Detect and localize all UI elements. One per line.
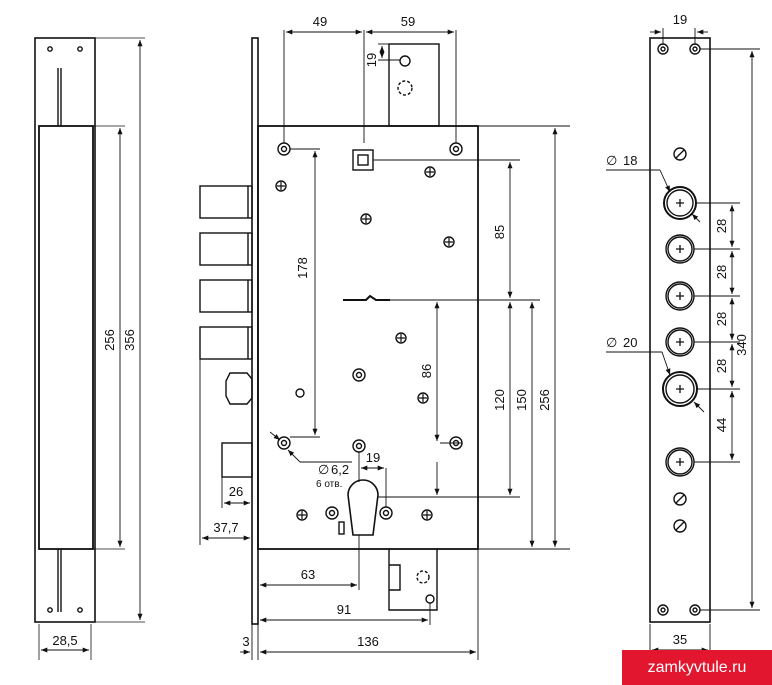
dim-left-width: 28,5 — [52, 633, 77, 648]
dim-26: 26 — [229, 484, 243, 499]
middle-dimension-lines — [199, 29, 570, 660]
dim-right-28d: 28 — [714, 359, 729, 373]
strike-plate-marks — [675, 149, 685, 531]
dim-right-28b: 28 — [714, 265, 729, 279]
dim-left-356: 356 — [122, 329, 137, 351]
dim-63: 63 — [301, 567, 315, 582]
dim-dia-18: 18 — [623, 153, 637, 168]
dim-256: 256 — [537, 389, 552, 411]
dim-hole-count: 6 отв. — [316, 479, 342, 490]
left-faceplate-view — [34, 37, 145, 660]
dim-right-44: 44 — [714, 418, 729, 432]
dim-top-59: 59 — [401, 14, 415, 29]
dim-19-mid: 19 — [366, 450, 380, 465]
dia-symbol-20: ∅ — [606, 335, 617, 350]
dia-symbol-18: ∅ — [606, 153, 617, 168]
dim-3: 3 — [242, 634, 249, 649]
dim-right-28c: 28 — [714, 312, 729, 326]
dia-symbol-hole: ∅ — [318, 462, 329, 477]
dim-top-49: 49 — [313, 14, 327, 29]
dim-178: 178 — [295, 257, 310, 279]
strike-plate-view — [649, 37, 711, 623]
dim-85: 85 — [492, 225, 507, 239]
dim-hole-dia: 6,2 — [331, 462, 349, 477]
dim-136: 136 — [357, 634, 379, 649]
dim-right-340: 340 — [734, 334, 749, 356]
dim-left-256: 256 — [102, 329, 117, 351]
dim-86: 86 — [419, 364, 434, 378]
dim-right-35: 35 — [673, 632, 687, 647]
dim-right-19: 19 — [673, 12, 687, 27]
dim-120: 120 — [492, 389, 507, 411]
dimension-labels: 28,5 256 356 49 59 19 178 85 86 120 150 … — [52, 12, 749, 649]
watermark-badge: zamkyvtule.ru — [622, 650, 772, 685]
dim-37-7: 37,7 — [213, 520, 238, 535]
dim-dia-20: 20 — [623, 335, 637, 350]
dim-right-28a: 28 — [714, 219, 729, 233]
dim-150: 150 — [514, 389, 529, 411]
screw-marks — [277, 168, 453, 519]
lock-body-view — [199, 37, 479, 625]
dim-top-19: 19 — [364, 53, 379, 67]
dim-91: 91 — [337, 602, 351, 617]
